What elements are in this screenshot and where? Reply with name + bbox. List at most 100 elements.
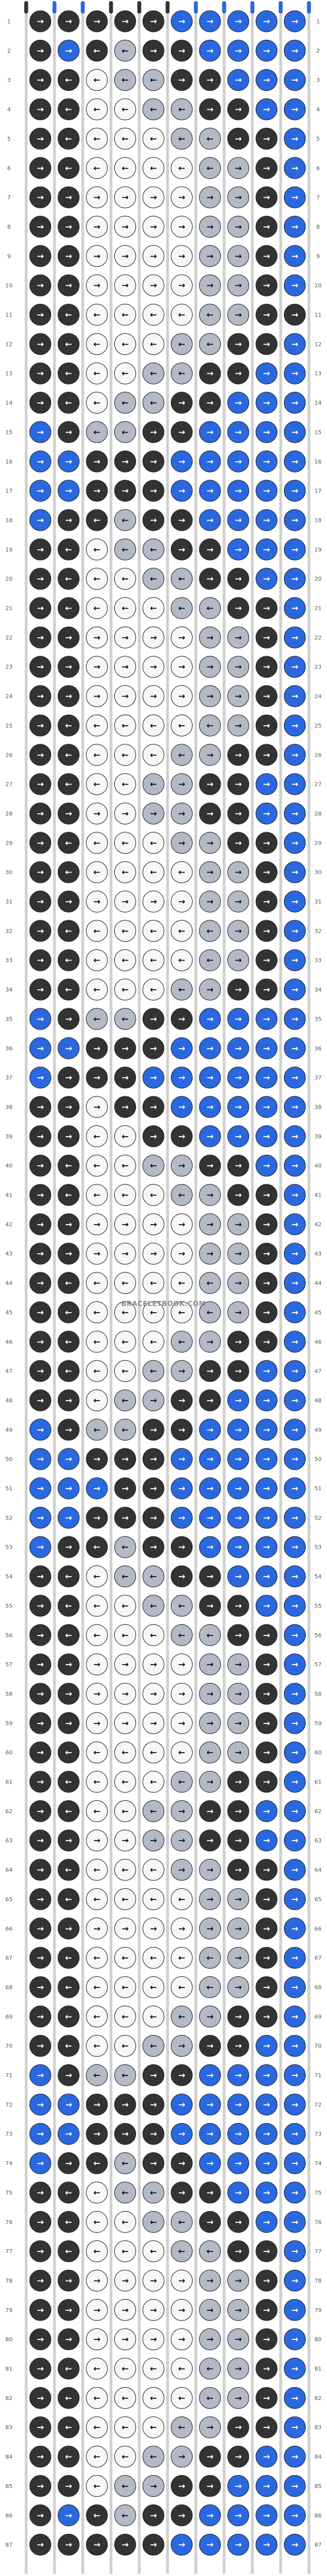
knot — [86, 2152, 108, 2175]
knot — [171, 2035, 193, 2057]
knot — [255, 2005, 278, 2028]
knot — [29, 1301, 52, 1323]
knot — [171, 1155, 193, 1177]
knot — [86, 2181, 108, 2204]
knot — [227, 1155, 249, 1177]
row-number-left: 18 — [6, 517, 13, 523]
knot — [58, 1888, 80, 1910]
knot — [284, 802, 306, 824]
knot — [171, 832, 193, 854]
knot — [114, 1771, 136, 1793]
knot — [86, 2035, 108, 2057]
knot — [142, 2299, 165, 2321]
knot — [114, 2064, 136, 2086]
knot — [58, 626, 80, 648]
knot — [171, 304, 193, 326]
knot — [284, 1419, 306, 1441]
knot — [199, 832, 221, 854]
knot — [171, 2093, 193, 2116]
knot — [142, 69, 165, 91]
knot — [255, 1301, 278, 1323]
knot — [142, 2152, 165, 2175]
knot — [142, 685, 165, 707]
row-number-left: 4 — [7, 107, 11, 113]
knot — [142, 2035, 165, 2057]
knot — [142, 127, 165, 150]
knot — [142, 509, 165, 531]
knot — [171, 2475, 193, 2497]
knot — [86, 1155, 108, 1177]
knot — [284, 2475, 306, 2497]
knot — [227, 2533, 249, 2556]
knot — [58, 1653, 80, 1676]
knot — [199, 1976, 221, 1998]
row-number-left: 45 — [6, 1310, 13, 1316]
knot — [284, 421, 306, 443]
knot — [86, 626, 108, 648]
row-number-left: 85 — [6, 2484, 13, 2490]
knot — [29, 2240, 52, 2263]
knot — [29, 597, 52, 619]
knot — [114, 2269, 136, 2292]
row-number-left: 5 — [7, 136, 11, 142]
knot — [58, 2064, 80, 2086]
knot — [58, 949, 80, 971]
knot — [142, 597, 165, 619]
knot — [29, 1448, 52, 1470]
knot — [199, 1683, 221, 1705]
knot — [227, 861, 249, 883]
row-number-left: 43 — [6, 1251, 13, 1257]
knot — [284, 186, 306, 209]
knot — [171, 2328, 193, 2351]
knot — [227, 1771, 249, 1793]
knot — [142, 2475, 165, 2497]
knot — [29, 979, 52, 1001]
knot — [255, 1243, 278, 1265]
knot — [199, 1419, 221, 1441]
knot — [29, 2211, 52, 2233]
row-number-left: 52 — [6, 1515, 13, 1521]
knot — [29, 1976, 52, 1998]
knot — [171, 1096, 193, 1118]
knot — [86, 2269, 108, 2292]
knot — [227, 1947, 249, 1969]
knot — [227, 2357, 249, 2380]
knot — [284, 1067, 306, 1089]
knot — [199, 802, 221, 824]
knot — [142, 979, 165, 1001]
knot — [114, 450, 136, 472]
knot — [284, 1653, 306, 1676]
knot — [199, 1389, 221, 1411]
knot — [199, 891, 221, 912]
knot — [255, 2123, 278, 2145]
knot — [255, 1272, 278, 1294]
knot — [227, 1712, 249, 1734]
knot — [171, 2211, 193, 2233]
knot — [114, 2035, 136, 2057]
knot — [142, 1360, 165, 1382]
knot — [171, 392, 193, 414]
row-number-left: 68 — [6, 1985, 13, 1991]
knot — [142, 1507, 165, 1529]
knot — [114, 626, 136, 648]
row-number-left: 64 — [6, 1868, 13, 1874]
knot — [255, 69, 278, 91]
knot — [114, 2211, 136, 2233]
knot — [142, 2064, 165, 2086]
knot — [58, 2152, 80, 2175]
knot — [284, 2123, 306, 2145]
knot — [199, 2269, 221, 2292]
knot — [171, 2152, 193, 2175]
knot — [29, 2152, 52, 2175]
knot — [142, 245, 165, 267]
knot — [86, 1653, 108, 1676]
knot — [58, 362, 80, 384]
knot — [114, 2504, 136, 2527]
knot — [29, 2035, 52, 2057]
row-number-right: 19 — [315, 547, 322, 553]
row-number-left: 15 — [6, 429, 13, 435]
row-number-right: 10 — [315, 283, 322, 289]
knot — [284, 1477, 306, 1499]
knot — [114, 127, 136, 150]
knot — [227, 1741, 249, 1764]
